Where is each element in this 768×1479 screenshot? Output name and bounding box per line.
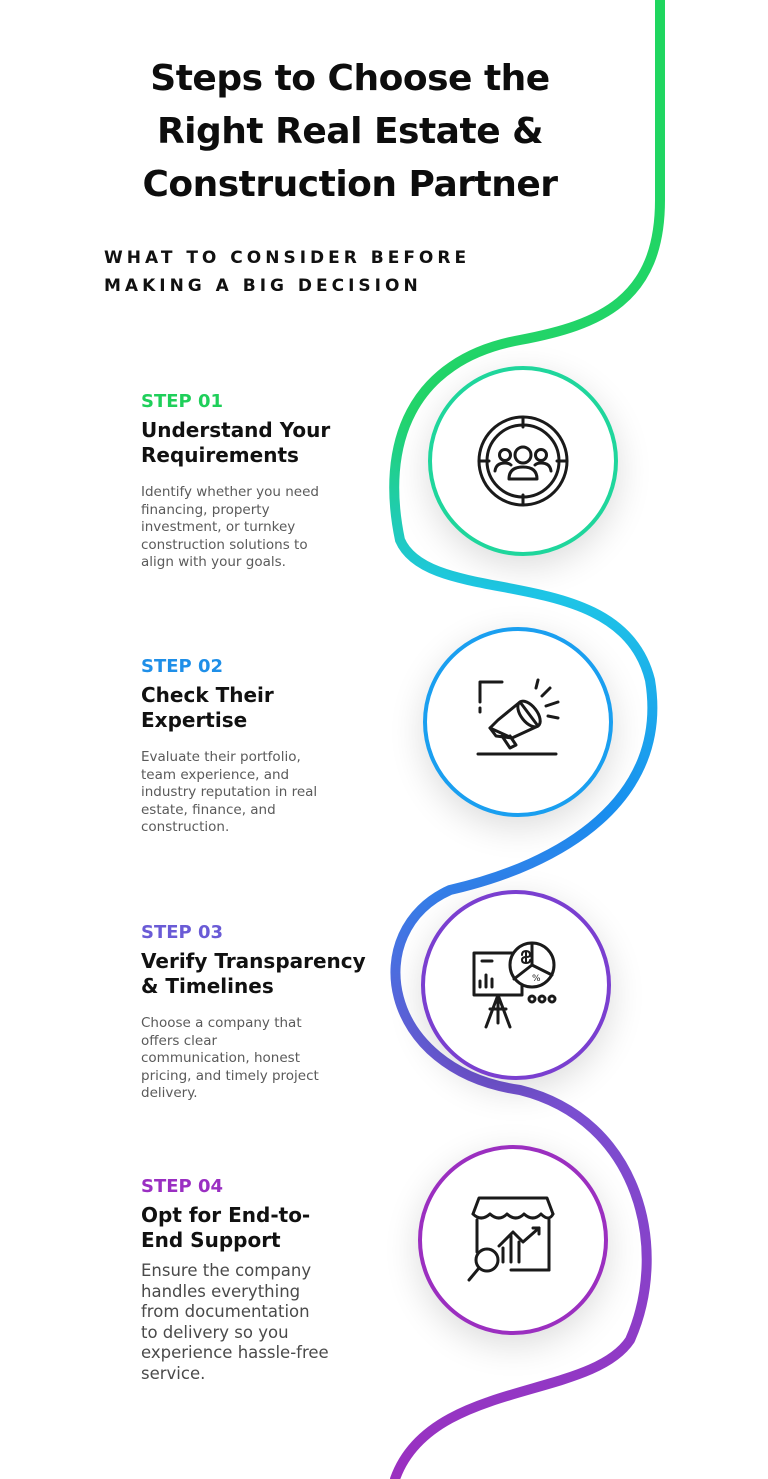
step-02: STEP 02 Check Their Expertise Evaluate t… [141,655,317,837]
step-description: Choose a company that offers clear commu… [141,1015,366,1103]
megaphone-icon [476,678,560,756]
step-04: STEP 04 Opt for End-to- End Support Ensu… [141,1175,329,1384]
step-heading-line: Expertise [141,708,248,732]
step-description-line: financing, property [141,501,270,518]
step-label: STEP 04 [141,1176,224,1197]
step-01: STEP 01 Understand Your Requirements Ide… [141,390,330,572]
market-analysis-icon [467,1196,555,1282]
step-description-line: from documentation [141,1302,310,1321]
step-description-line: industry reputation in real [141,784,318,800]
step-description-line: experience hassle-free [141,1343,329,1362]
step-03: STEP 03 Verify Transparency & Timelines … [141,921,366,1103]
step-description: Ensure the company handles everything fr… [141,1261,329,1384]
step-heading-line: Verify Transparency [141,949,366,973]
step-label: STEP 02 [141,656,224,677]
step-description-line: investment, or turnkey [141,519,296,535]
step-description-line: offers clear [141,1032,218,1049]
step-heading-line: Opt for End-to- [141,1203,311,1227]
step-description: Evaluate their portfolio, team experienc… [141,749,317,837]
step-description-line: estate, finance, and [141,801,276,818]
svg-text:%: % [532,974,541,984]
step-description-line: Evaluate their portfolio, [141,749,301,765]
step-description-line: align with your goals. [141,554,286,570]
step-heading-line: Check Their [141,683,274,707]
step-heading-line: Requirements [141,443,299,467]
step-04-icon-circle [418,1145,608,1335]
target-audience-icon [477,415,569,507]
step-heading-line: & Timelines [141,974,274,998]
presentation-chart-icon: % [472,941,557,1029]
step-description-line: communication, honest [141,1050,300,1066]
step-01-icon-circle [428,366,618,556]
step-heading-line: Understand Your [141,418,331,442]
step-03-icon-circle: % [421,890,611,1080]
page-title: Steps to Choose the Right Real Estate & … [60,52,640,211]
step-description-line: pricing, and timely project [141,1067,319,1084]
step-heading: Verify Transparency & Timelines [141,949,366,999]
step-description-line: handles everything [141,1281,301,1301]
step-heading: Opt for End-to- End Support [141,1203,329,1253]
title-line: Steps to Choose the [150,58,550,99]
page-subtitle: WHAT TO CONSIDER BEFORE MAKING A BIG DEC… [104,244,584,300]
step-description: Identify whether you need financing, pro… [141,484,330,572]
title-line: Right Real Estate & [156,111,544,152]
step-description-line: Ensure the company [141,1261,312,1280]
step-description-line: service. [141,1363,206,1383]
subtitle-line: MAKING A BIG DECISION [104,276,422,296]
step-description-line: team experience, and [141,766,290,783]
step-description-line: to delivery so you [141,1322,289,1342]
step-heading: Check Their Expertise [141,683,317,733]
title-line: Construction Partner [142,164,558,205]
step-label: STEP 01 [141,391,224,412]
step-description-line: Identify whether you need [141,484,319,500]
step-description-line: delivery. [141,1085,198,1101]
step-label: STEP 03 [141,922,224,943]
subtitle-line: WHAT TO CONSIDER BEFORE [104,248,471,268]
step-description-line: Choose a company that [141,1015,302,1031]
step-heading-line: End Support [141,1228,281,1252]
step-description-line: construction solutions to [141,536,308,553]
step-02-icon-circle [423,627,613,817]
step-description-line: construction. [141,819,230,835]
step-heading: Understand Your Requirements [141,418,330,468]
